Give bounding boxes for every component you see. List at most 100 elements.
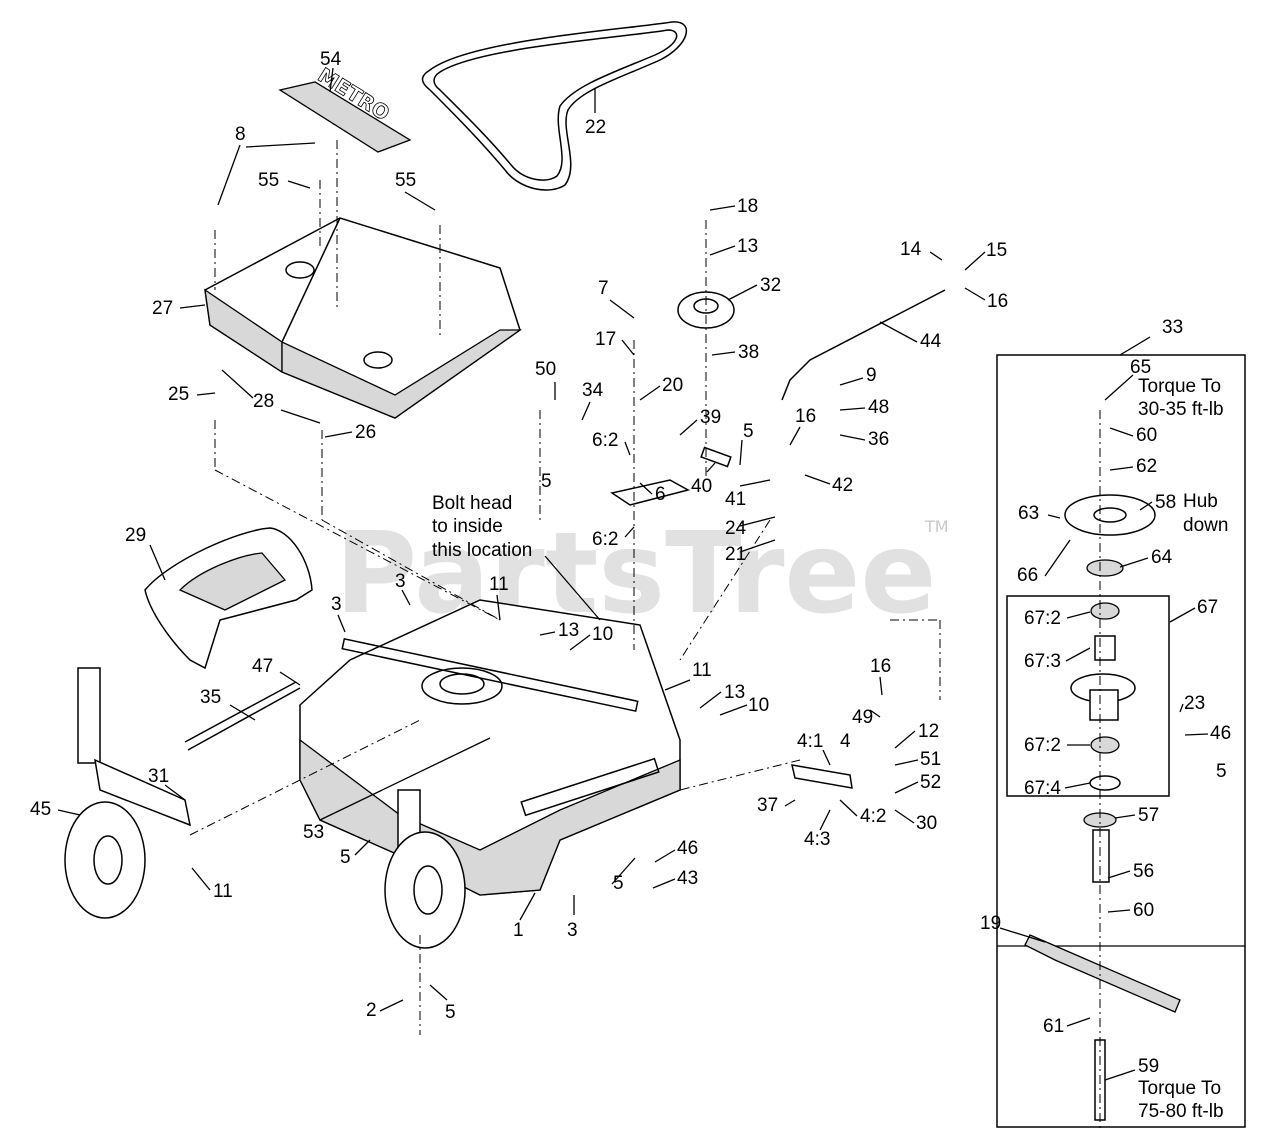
callout-55: 55 bbox=[258, 170, 279, 191]
callout-3: 3 bbox=[395, 571, 406, 592]
callout-5: 5 bbox=[340, 847, 351, 868]
callout-5: 5 bbox=[1216, 761, 1227, 782]
note-torque-59-2: 75-80 ft-lb bbox=[1138, 1101, 1224, 1122]
blade bbox=[1024, 934, 1181, 1013]
control-handle bbox=[781, 289, 946, 401]
callout-45: 45 bbox=[30, 799, 51, 820]
leader-lines bbox=[57, 67, 1209, 1081]
callout-23: 23 bbox=[1184, 693, 1205, 714]
callout-19: 19 bbox=[980, 913, 1001, 934]
caster-wheel-right bbox=[384, 789, 466, 949]
callout-12: 12 bbox=[918, 721, 939, 742]
lift-bracket bbox=[791, 764, 853, 789]
spindle-housing-box bbox=[1006, 595, 1170, 797]
callout-3: 3 bbox=[331, 594, 342, 615]
callout-11: 11 bbox=[213, 881, 233, 902]
callout-22: 22 bbox=[585, 117, 606, 138]
callout-29: 29 bbox=[125, 525, 146, 546]
callout-59: 59 bbox=[1138, 1056, 1159, 1077]
callout-65: 65 bbox=[1130, 357, 1151, 378]
callout-7: 7 bbox=[598, 278, 609, 299]
callout-50: 50 bbox=[535, 359, 556, 380]
spindle-shaft bbox=[1092, 829, 1110, 883]
note-torque-65-2: 30-35 ft-lb bbox=[1138, 399, 1224, 420]
callout-3: 3 bbox=[567, 920, 578, 941]
callout-4-1: 4:1 bbox=[797, 731, 823, 752]
callout-16: 16 bbox=[987, 291, 1008, 312]
note-torque-59-1: Torque To bbox=[1138, 1078, 1221, 1099]
callout-52: 52 bbox=[920, 772, 941, 793]
callout-17: 17 bbox=[595, 329, 616, 350]
callout-1: 1 bbox=[513, 920, 524, 941]
callout-4: 4 bbox=[840, 731, 851, 752]
callout-16: 16 bbox=[870, 656, 891, 677]
watermark-text: PartsTree bbox=[335, 509, 936, 639]
roller-hood bbox=[144, 527, 313, 670]
callout-60: 60 bbox=[1136, 425, 1157, 446]
note-torque-65-1: Torque To bbox=[1138, 376, 1221, 397]
callout-16: 16 bbox=[795, 406, 816, 427]
callout-5: 5 bbox=[445, 1002, 456, 1023]
callout-10: 10 bbox=[748, 695, 769, 716]
callout-39: 39 bbox=[700, 407, 721, 428]
callout-4-2: 4:2 bbox=[860, 806, 886, 827]
callout-51: 51 bbox=[920, 749, 941, 770]
callout-20: 20 bbox=[662, 375, 683, 396]
callout-11: 11 bbox=[489, 574, 509, 595]
callout-13: 13 bbox=[737, 236, 758, 257]
note-bolt-head-3: this location bbox=[432, 540, 532, 561]
callout-18: 18 bbox=[737, 196, 758, 217]
callout-42: 42 bbox=[832, 475, 853, 496]
callout-11: 11 bbox=[692, 660, 712, 681]
callout-46: 46 bbox=[1210, 723, 1231, 744]
callout-54: 54 bbox=[320, 49, 342, 70]
callout-9: 9 bbox=[866, 365, 877, 386]
callout-67-3: 67:3 bbox=[1024, 651, 1061, 672]
callout-43: 43 bbox=[677, 868, 698, 889]
belt-cover bbox=[204, 217, 523, 419]
callout-56: 56 bbox=[1133, 861, 1154, 882]
callout-55: 55 bbox=[395, 170, 416, 191]
callout-47: 47 bbox=[252, 656, 273, 677]
callout-67-4: 67:4 bbox=[1024, 778, 1061, 799]
callout-6: 6 bbox=[655, 484, 666, 505]
callout-46: 46 bbox=[677, 838, 698, 859]
callout-labels: 54 22 8 55 55 27 25 28 26 18 13 7 32 17 … bbox=[30, 49, 1231, 1077]
callout-67-2: 67:2 bbox=[1024, 735, 1061, 756]
callout-34: 34 bbox=[582, 380, 604, 401]
note-hub-down-1: Hub bbox=[1183, 491, 1218, 512]
callout-62: 62 bbox=[1136, 456, 1157, 477]
callout-10: 10 bbox=[592, 624, 613, 645]
callout-14: 14 bbox=[900, 239, 922, 260]
callout-58: 58 bbox=[1155, 492, 1176, 513]
callout-33: 33 bbox=[1162, 317, 1183, 338]
callout-5: 5 bbox=[613, 873, 624, 894]
callout-4-3: 4:3 bbox=[804, 829, 830, 850]
callout-24: 24 bbox=[725, 518, 747, 539]
belt bbox=[421, 21, 688, 191]
callout-8: 8 bbox=[235, 124, 246, 145]
callout-13: 13 bbox=[724, 682, 745, 703]
callout-35: 35 bbox=[200, 687, 221, 708]
callout-5: 5 bbox=[541, 471, 552, 492]
callout-28: 28 bbox=[253, 391, 274, 412]
callout-5: 5 bbox=[743, 421, 754, 442]
mower-deck bbox=[299, 599, 681, 896]
note-hub-down-2: down bbox=[1183, 515, 1228, 536]
callout-41: 41 bbox=[725, 489, 746, 510]
callout-32: 32 bbox=[760, 275, 781, 296]
callout-44: 44 bbox=[920, 331, 942, 352]
logo-plate: METRO bbox=[278, 62, 412, 153]
callout-61: 61 bbox=[1043, 1016, 1064, 1037]
watermark-trademark: TM bbox=[924, 517, 949, 536]
callout-6-2: 6:2 bbox=[592, 430, 618, 451]
note-bolt-head-2: to inside bbox=[432, 516, 503, 537]
callout-6-2: 6:2 bbox=[592, 529, 618, 550]
callout-30: 30 bbox=[916, 813, 937, 834]
callout-37: 37 bbox=[757, 795, 778, 816]
callout-60: 60 bbox=[1133, 900, 1154, 921]
note-bolt-head-1: Bolt head bbox=[432, 493, 512, 514]
callout-38: 38 bbox=[738, 342, 759, 363]
callout-13: 13 bbox=[558, 620, 579, 641]
